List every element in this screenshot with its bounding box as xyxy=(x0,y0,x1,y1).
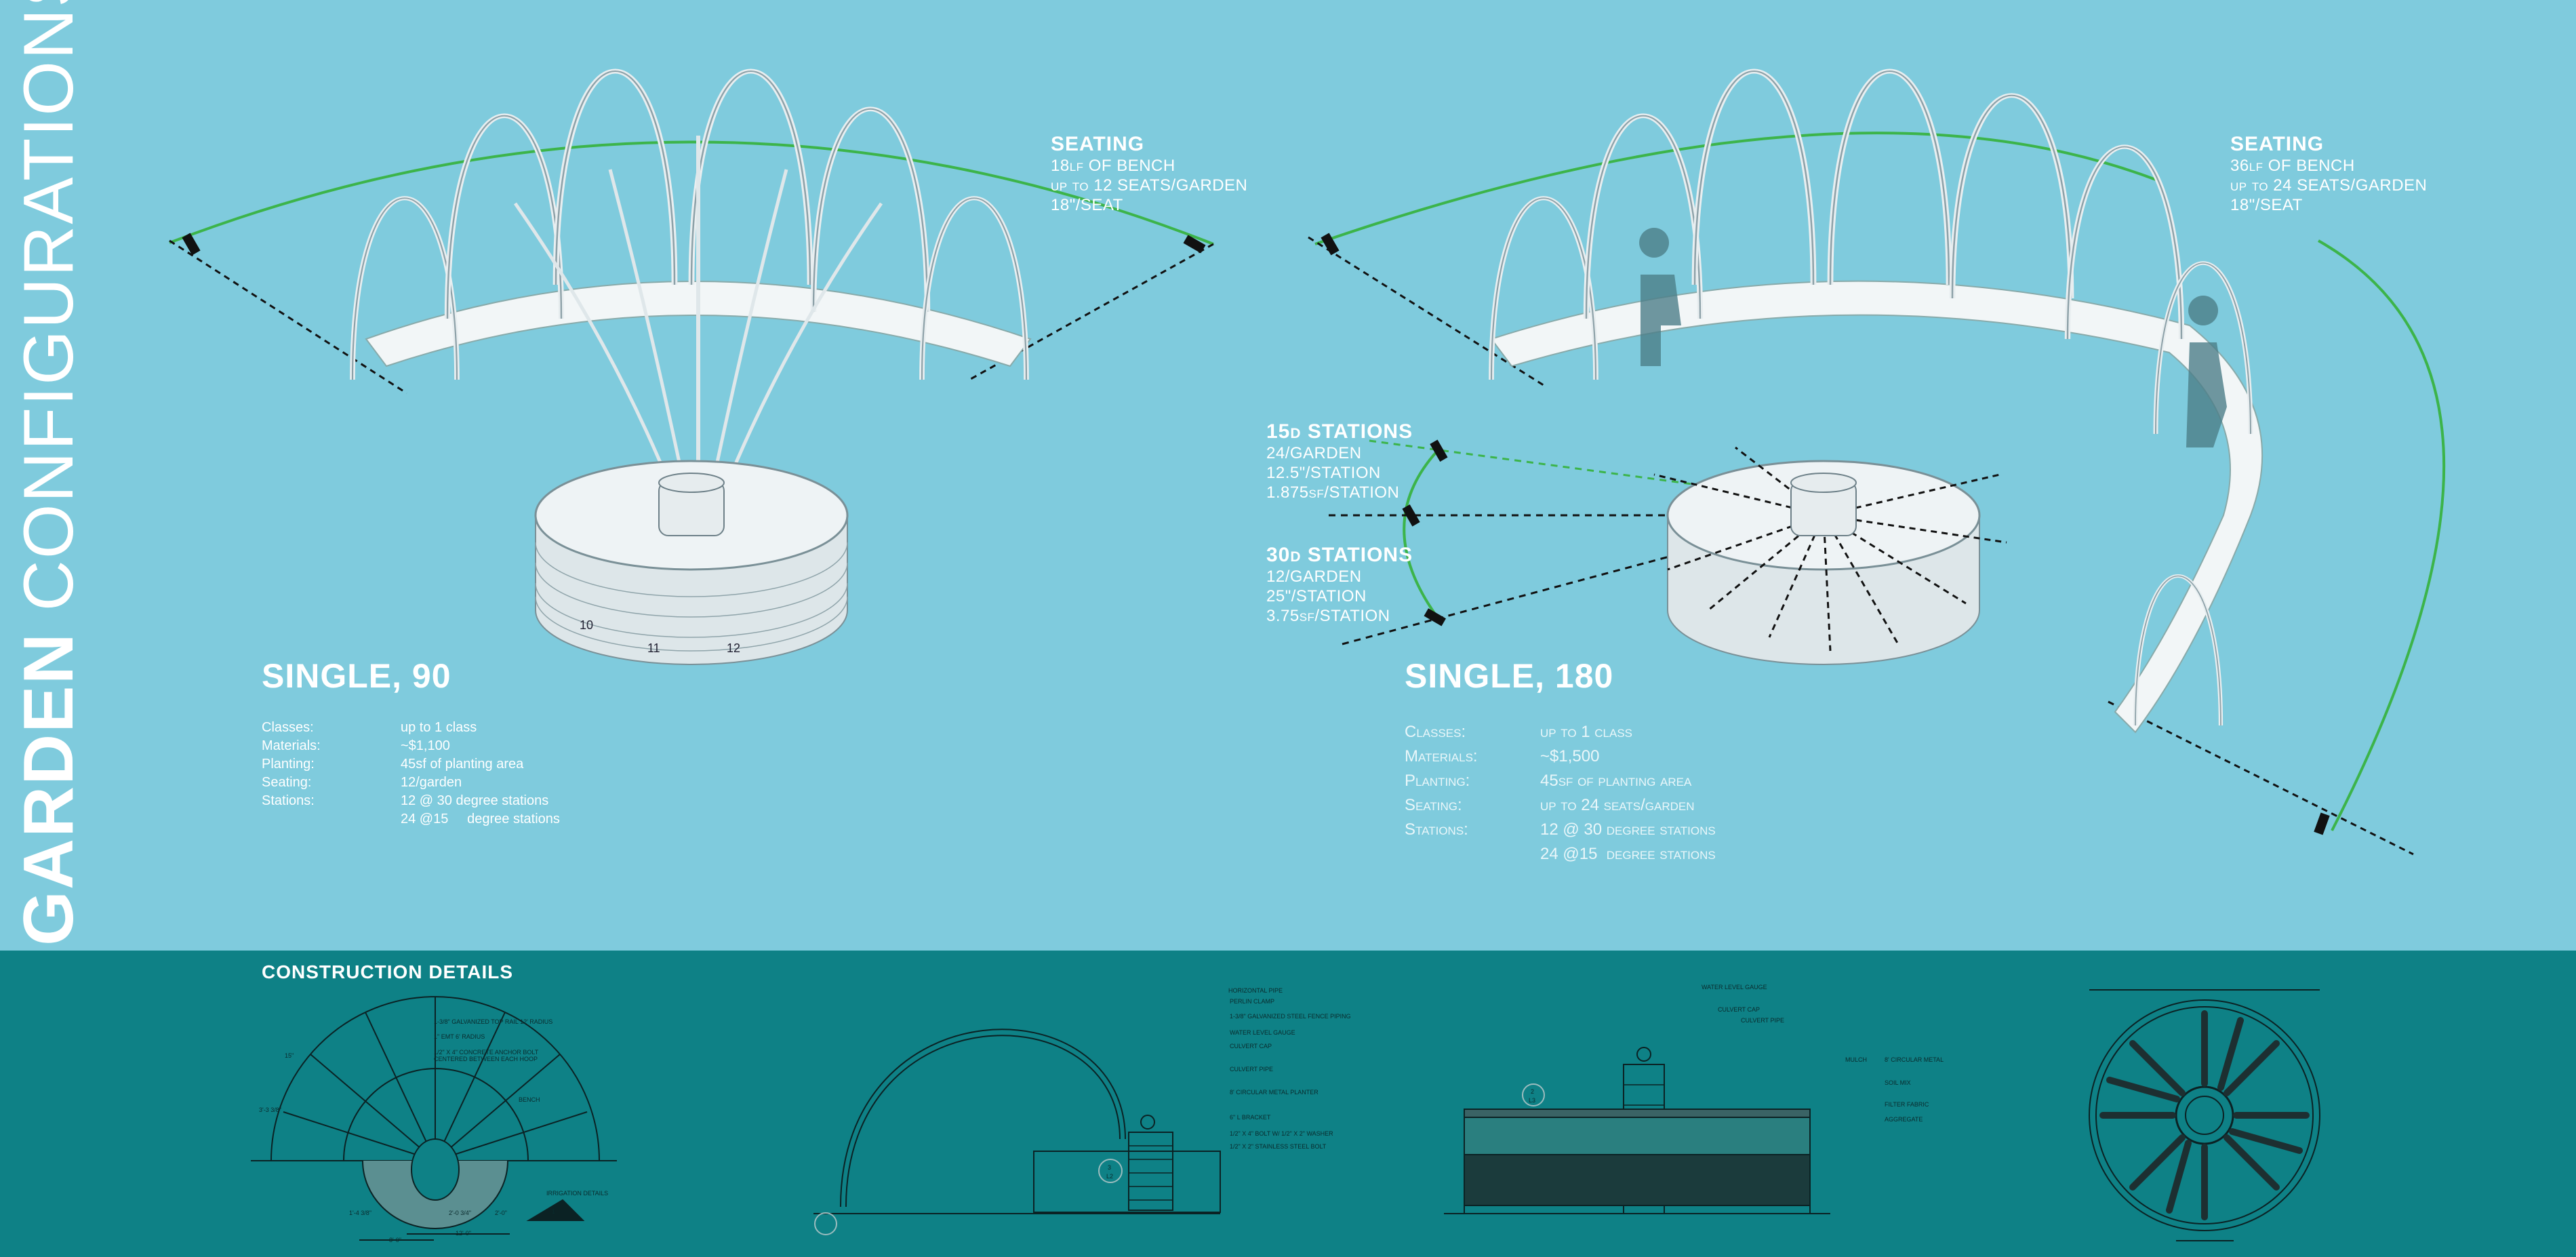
stations-15-info: 15d STATIONS 24/GARDEN 12.5"/STATION 1.8… xyxy=(1266,420,1413,502)
svg-text:1-3/8" GALVANIZED TOP RAIL 12': 1-3/8" GALVANIZED TOP RAIL 12' RADIUS xyxy=(434,1018,552,1025)
stations-heading: 30d STATIONS xyxy=(1266,544,1413,566)
stations-line: 1.875sf/STATION xyxy=(1266,483,1400,502)
seating-line: 18lf OF BENCH xyxy=(1051,157,1175,175)
spec-row: Materials:~$1,100 xyxy=(262,738,450,753)
svg-text:CULVERT CAP: CULVERT CAP xyxy=(1230,1043,1272,1050)
svg-text:2: 2 xyxy=(1531,1088,1534,1095)
spec-row: Stations:12 @ 30 degree stations xyxy=(1405,820,1716,839)
svg-text:CENTERED BETWEEN EACH HOOP: CENTERED BETWEEN EACH HOOP xyxy=(434,1056,538,1062)
stations-line: 3.75sf/STATION xyxy=(1266,607,1390,625)
svg-text:1" EMT 6' RADIUS: 1" EMT 6' RADIUS xyxy=(434,1033,485,1040)
svg-text:CULVERT CAP: CULVERT CAP xyxy=(1718,1006,1760,1013)
right-seating-info: SEATING 36lf OF BENCH up to 24 SEATS/GAR… xyxy=(2230,133,2427,215)
svg-text:1-3/8" GALVANIZED STEEL FENCE: 1-3/8" GALVANIZED STEEL FENCE PIPING xyxy=(1230,1013,1351,1020)
svg-text:IRRIGATION DETAILS: IRRIGATION DETAILS xyxy=(546,1190,608,1197)
seating-arc xyxy=(1314,132,2156,245)
stations-line: 24/GARDEN xyxy=(1266,444,1362,462)
spec-row: Classes:up to 1 class xyxy=(262,720,477,735)
svg-text:8' CIRCULAR METAL PLANTER: 8' CIRCULAR METAL PLANTER xyxy=(1230,1089,1319,1096)
plan-view-labels: 1-3/8" GALVANIZED TOP RAIL 12' RADIUS 1"… xyxy=(259,1018,608,1243)
svg-text:8' CIRCULAR METAL: 8' CIRCULAR METAL xyxy=(1885,1056,1944,1063)
right-garden-model xyxy=(1308,71,2446,856)
svg-text:BENCH: BENCH xyxy=(519,1096,540,1103)
right-spec-table: Classes:up to 1 class Materials:~$1,500 … xyxy=(1405,720,1716,866)
config-name-single-180: SINGLE, 180 xyxy=(1405,657,1614,695)
svg-text:1'-4 3/8": 1'-4 3/8" xyxy=(349,1210,371,1216)
planter-number: 11 xyxy=(647,641,660,655)
left-seating-info: SEATING 18lf OF BENCH up to 12 SEATS/GAR… xyxy=(1051,133,1247,215)
svg-text:MULCH: MULCH xyxy=(1845,1056,1867,1063)
svg-text:WATER LEVEL GAUGE: WATER LEVEL GAUGE xyxy=(1230,1029,1295,1036)
svg-text:8'-0": 8'-0" xyxy=(389,1237,401,1243)
svg-text:CULVERT PIPE: CULVERT PIPE xyxy=(1741,1017,1784,1024)
spec-row: Seating:up to 24 seats/garden xyxy=(1405,796,1695,814)
svg-text:1/2" X 4" BOLT W/ 1/2" X 2" WA: 1/2" X 4" BOLT W/ 1/2" X 2" WASHER xyxy=(1230,1130,1333,1137)
seating-line: up to 24 SEATS/GARDEN xyxy=(2230,176,2428,195)
spec-row: Planting:45sf of planting area xyxy=(1405,772,1692,790)
seating-arc xyxy=(169,140,1214,245)
spec-row: Stations:12 @ 30 degree stations xyxy=(262,793,549,808)
left-spec-table: Classes:up to 1 class Materials:~$1,100 … xyxy=(262,719,560,829)
wheel-plan-drawing xyxy=(2089,989,2320,1241)
svg-text:PERLIN CLAMP: PERLIN CLAMP xyxy=(1230,998,1274,1005)
svg-text:6" L BRACKET: 6" L BRACKET xyxy=(1230,1114,1271,1121)
seating-heading: SEATING xyxy=(1051,133,1145,155)
stations-line: 25"/STATION xyxy=(1266,587,1367,605)
plan-view-drawing xyxy=(251,996,617,1241)
svg-text:SOIL MIX: SOIL MIX xyxy=(1885,1079,1911,1086)
svg-text:CULVERT PIPE: CULVERT PIPE xyxy=(1230,1066,1273,1073)
svg-text:HORIZONTAL PIPE: HORIZONTAL PIPE xyxy=(1228,987,1283,994)
stations-line: 12.5"/STATION xyxy=(1266,464,1381,482)
seating-line: 36lf OF BENCH xyxy=(2230,157,2355,175)
svg-text:12'-0": 12'-0" xyxy=(456,1230,471,1237)
boundary-dash xyxy=(169,239,407,395)
svg-text:WATER LEVEL GAUGE: WATER LEVEL GAUGE xyxy=(1702,984,1767,991)
svg-text:3: 3 xyxy=(1108,1164,1111,1171)
spec-row: Planting:45sf of planting area xyxy=(262,757,524,772)
planter-number: 10 xyxy=(580,618,593,632)
svg-text:15": 15" xyxy=(285,1052,294,1059)
spec-row: Materials:~$1,500 xyxy=(1405,747,1600,765)
spec-row: Seating:12/garden xyxy=(262,775,462,790)
stations-heading: 15d STATIONS xyxy=(1266,420,1413,443)
spec-row: 24 @15 degree stations xyxy=(1540,845,1716,863)
seating-arc xyxy=(2318,239,2446,831)
seating-line: 18"/SEAT xyxy=(2230,196,2303,214)
construction-details-heading: CONSTRUCTION DETAILS xyxy=(262,961,514,982)
svg-text:L2: L2 xyxy=(1106,1173,1113,1180)
planter-number: 12 xyxy=(727,641,740,655)
svg-text:2'-0": 2'-0" xyxy=(495,1210,507,1216)
stations-30-info: 30d STATIONS 12/GARDEN 25"/STATION 3.75s… xyxy=(1266,544,1413,626)
svg-text:3'-3 3/8": 3'-3 3/8" xyxy=(259,1106,281,1113)
svg-text:2'-0 3/4": 2'-0 3/4" xyxy=(449,1210,471,1216)
left-garden-model: 10 11 12 xyxy=(169,71,1214,665)
svg-text:1: 1 xyxy=(552,1208,555,1215)
seating-line: 18"/SEAT xyxy=(1051,196,1123,214)
seating-heading: SEATING xyxy=(2230,133,2325,155)
seating-line: up to 12 SEATS/GARDEN xyxy=(1051,176,1248,195)
hoop-section-labels: HORIZONTAL PIPE PERLIN CLAMP 1-3/8" GALV… xyxy=(1106,987,1351,1180)
spec-row: Classes:up to 1 class xyxy=(1405,723,1633,741)
svg-text:1/2" X 4" CONCRETE ANCHOR BOLT: 1/2" X 4" CONCRETE ANCHOR BOLT xyxy=(434,1049,539,1056)
hoop-section-drawing xyxy=(813,1029,1221,1235)
config-name-single-90: SINGLE, 90 xyxy=(262,657,451,695)
svg-text:AGGREGATE: AGGREGATE xyxy=(1885,1116,1923,1123)
stations-line: 12/GARDEN xyxy=(1266,567,1362,586)
planter-section-labels: WATER LEVEL GAUGE CULVERT CAP CULVERT PI… xyxy=(1529,984,1944,1123)
svg-text:FILTER FABRIC: FILTER FABRIC xyxy=(1885,1101,1929,1108)
svg-text:L3: L3 xyxy=(1529,1097,1535,1104)
planter-section-drawing xyxy=(1444,1047,1830,1214)
spec-row: 24 @15 degree stations xyxy=(401,812,560,826)
svg-text:1/2" X 2" STAINLESS STEEL BOLT: 1/2" X 2" STAINLESS STEEL BOLT xyxy=(1230,1143,1327,1150)
